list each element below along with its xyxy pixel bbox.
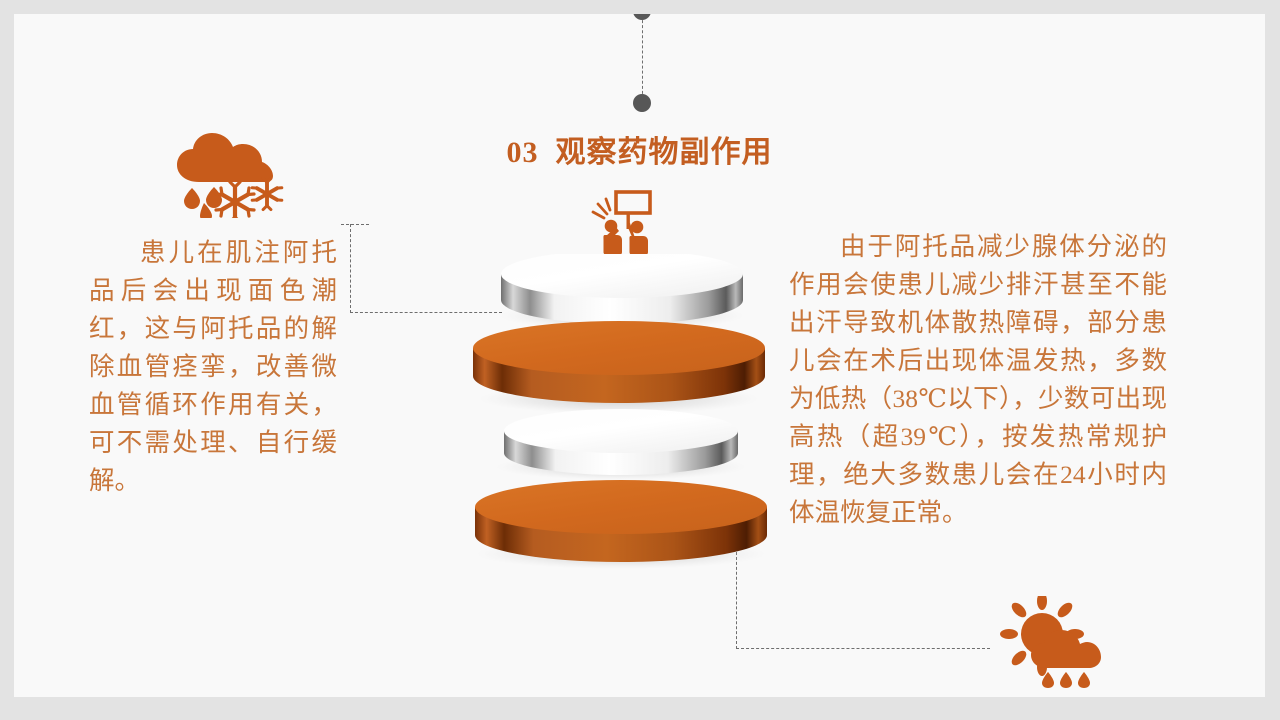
left-callout-line-vertical bbox=[350, 224, 351, 313]
connector-dot-upper bbox=[633, 14, 651, 20]
right-callout-line-bottom bbox=[736, 648, 990, 649]
disc-4 bbox=[475, 480, 767, 569]
disc-1 bbox=[500, 250, 744, 330]
page-title: 03 观察药物副作用 bbox=[506, 136, 773, 169]
sun-cloud-rain-icon bbox=[996, 592, 1114, 688]
right-callout-line-vertical bbox=[736, 552, 737, 649]
right-paragraph: 由于阿托品减少腺体分泌的作用会使患儿减少排汗甚至不能出汗导致机体散热障碍，部分患… bbox=[789, 232, 1167, 527]
stacked-discs-diagram bbox=[14, 250, 1265, 574]
top-connector bbox=[14, 14, 1265, 134]
top-dashed-line bbox=[642, 14, 643, 104]
left-callout-line-top bbox=[341, 224, 369, 225]
connector-dot-lower bbox=[633, 94, 651, 112]
left-callout-line-bottom bbox=[350, 312, 502, 313]
disc-2 bbox=[473, 321, 765, 414]
cloud-rain-snow-icon bbox=[169, 126, 289, 224]
left-paragraph: 患儿在肌注阿托品后会出现面色潮红，这与阿托品的解除血管痉挛，改善微血管循环作用有… bbox=[89, 238, 337, 495]
slide-frame: 03 观察药物副作用 bbox=[14, 14, 1265, 697]
disc-3 bbox=[496, 409, 746, 480]
